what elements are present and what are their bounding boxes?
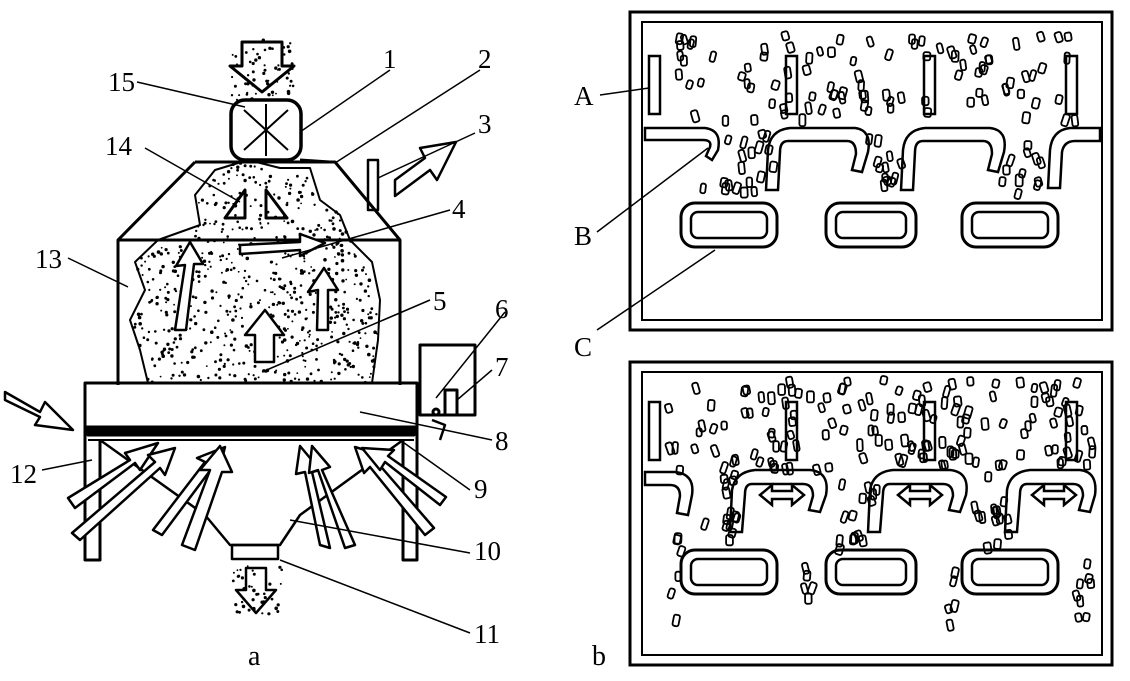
label-9: 9 [474,474,488,504]
distributor-plate [83,381,419,441]
deflector-cone [223,188,289,220]
label-13: 13 [35,244,62,274]
label-C: C [574,332,592,362]
figure-a [3,38,506,634]
inlet-air-arrows [3,390,448,552]
label-8: 8 [495,426,509,456]
label-10: 10 [474,536,501,566]
label-2: 2 [478,44,492,74]
feed-inlet [228,38,296,101]
label-A: A [574,81,594,111]
rotary-feeder [229,98,303,162]
label-B: B [574,221,592,251]
label-4: 4 [452,194,466,224]
product-discharge [231,565,284,616]
part-labels-b: A B C [574,81,594,362]
vibration-motor [418,343,477,441]
label-11: 11 [474,619,500,649]
leader-lines-a [41,69,506,634]
caption-b: b [592,641,606,672]
figure-b [596,10,1114,667]
support-legs [83,427,419,562]
caption-a: a [248,641,261,672]
part-labels-a: 15 1 2 3 14 4 13 5 6 7 8 12 9 10 11 [10,44,509,649]
label-15: 15 [108,67,135,97]
label-6: 6 [495,294,509,324]
label-7: 7 [495,352,509,382]
label-5: 5 [433,286,447,316]
leader-lines-b [596,87,716,331]
label-1: 1 [383,44,397,74]
label-12: 12 [10,459,37,489]
panel-static [628,10,1114,332]
label-3: 3 [478,109,492,139]
airflow-arrows-internal [173,232,340,364]
label-14: 14 [105,131,133,161]
panel-vibrating [628,360,1114,667]
